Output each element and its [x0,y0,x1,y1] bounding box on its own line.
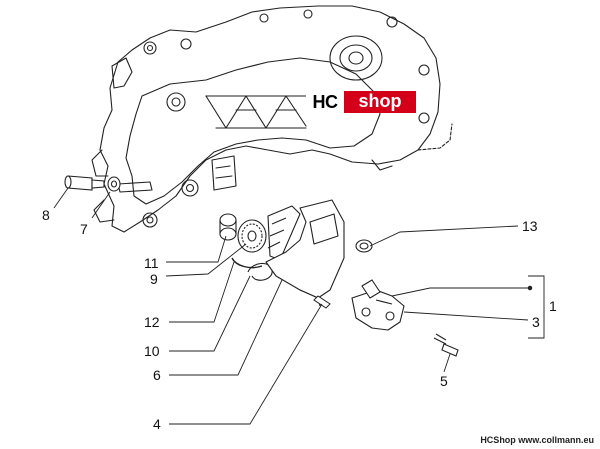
footer-credit: HCShop www.collmann.eu [480,435,594,445]
leader-lines [53,187,545,425]
callout-13: 13 [522,218,538,234]
callout-6: 6 [153,367,161,383]
part-4-screw [313,295,331,309]
callout-9: 9 [150,271,158,287]
callout-11: 11 [144,255,159,271]
callout-7: 7 [80,221,88,237]
callout-10: 10 [144,343,160,359]
part-12-clip [231,257,263,269]
crankcase-part [91,5,453,233]
callout-5: 5 [440,373,448,389]
callout-8: 8 [42,207,50,223]
callout-labels: 8 7 11 9 12 10 6 4 13 3 1 5 [42,207,557,432]
part-3-bracket [351,279,405,331]
part-6-kickstart-lever [265,199,345,307]
part-11-bushing [219,213,237,241]
part-8-bolt [64,175,105,191]
logo-shop-text: shop [344,91,416,113]
part-9-gear [237,219,267,253]
part-13-plug [355,239,373,253]
callout-4: 4 [153,416,161,432]
callout-1: 1 [549,298,557,314]
part-5-screw [433,333,459,357]
part-7-nut [107,176,121,192]
callout-3: 3 [532,314,540,330]
callout-12: 12 [144,314,160,330]
logo-hc-text: HC [306,91,344,113]
hcshop-logo: HC shop [306,91,416,113]
